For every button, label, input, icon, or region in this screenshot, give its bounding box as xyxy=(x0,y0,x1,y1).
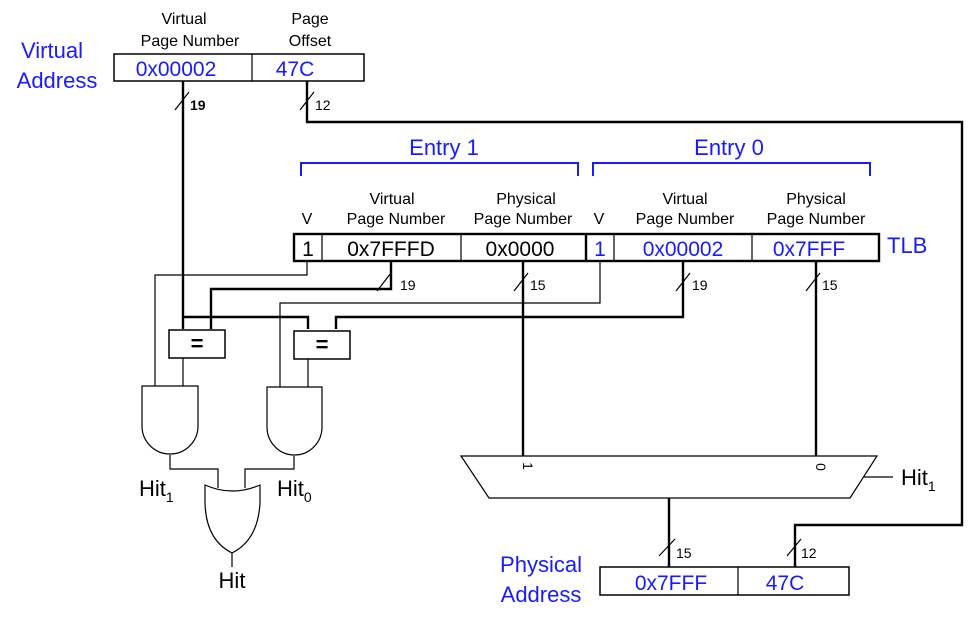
pa-register xyxy=(599,566,850,596)
entry1-vpn: 0x7FFFD xyxy=(347,238,435,261)
entry0-bracket xyxy=(592,162,871,176)
hit-output-label: Hit xyxy=(219,568,246,593)
virtual-address: Virtual Address Virtual Page Number Page… xyxy=(17,11,365,93)
pa-ppn-bus-slash xyxy=(658,538,676,557)
va-vpn-header-line2: Page Number xyxy=(141,33,240,50)
entry1-v-header: V xyxy=(302,211,313,228)
entry1-title: Entry 1 xyxy=(409,135,479,160)
entry0-ppn-header-line1: Physical xyxy=(786,191,846,208)
entry0-valid: 1 xyxy=(594,238,606,261)
entry0-vpn-header-line1: Virtual xyxy=(662,191,707,208)
entry1-valid-wire xyxy=(154,261,308,388)
entry1-ppn-bus-width: 15 xyxy=(530,277,546,293)
entry1-ppn: 0x0000 xyxy=(486,238,555,261)
entry0-vpn-header-line2: Page Number xyxy=(636,211,735,228)
va-offset-header-line2: Offset xyxy=(289,33,332,50)
equals-symbol: = xyxy=(191,331,204,356)
entry0-vpn: 0x00002 xyxy=(643,238,724,261)
wires xyxy=(154,81,964,569)
mux-input1-label: 1 xyxy=(520,462,536,470)
entry1-vpn-wire xyxy=(209,261,393,329)
mux-body xyxy=(459,455,879,499)
entry0-title: Entry 0 xyxy=(694,135,764,160)
physical-address-label-line2: Address xyxy=(501,582,582,607)
va-vpn-bus-width: 19 xyxy=(190,97,206,113)
va-offset-value: 47C xyxy=(276,58,315,81)
entry0-ppn-bus-width: 15 xyxy=(822,277,838,293)
comparator-entry1: = xyxy=(168,329,226,359)
va-vpn-value: 0x00002 xyxy=(136,58,217,81)
physical-address: Physical Address 0x7FFF 47C xyxy=(500,552,850,607)
comparator-box xyxy=(168,329,226,359)
comparator-box xyxy=(293,330,351,360)
pa-offset-bus-slash xyxy=(786,538,802,557)
entry1-vpn-header-line1: Virtual xyxy=(369,191,414,208)
mux: 1 0 xyxy=(459,455,879,499)
tlb-register: 1 0x7FFFD 0x0000 1 0x00002 0x7FFF xyxy=(292,232,881,263)
or-gate xyxy=(204,484,261,554)
and-gate-entry0 xyxy=(266,386,323,456)
entry0-ppn: 0x7FFF xyxy=(773,238,845,261)
entry0-ppn-header-line2: Page Number xyxy=(767,211,866,228)
pa-ppn-value: 0x7FFF xyxy=(635,572,707,595)
mux-input0-label: 0 xyxy=(813,463,829,471)
entry0-valid-wire xyxy=(279,261,601,388)
entry1-vpn-header-line2: Page Number xyxy=(347,211,446,228)
virtual-address-label-line2: Address xyxy=(17,68,98,93)
hit1-wire xyxy=(169,455,219,488)
entry1-vpn-bus-width: 19 xyxy=(400,277,416,293)
va-offset-bus-width: 12 xyxy=(315,97,331,113)
hit1-label: Hit1 xyxy=(139,476,174,505)
hit0-wire xyxy=(244,456,295,488)
va-vpn-to-cmp0-wire xyxy=(183,315,310,329)
entry1-ppn-header-line2: Page Number xyxy=(474,211,573,228)
and-gate-entry1 xyxy=(141,385,199,455)
mux-select-label: Hit1 xyxy=(901,465,936,494)
entry0-vpn-wire xyxy=(334,261,685,329)
physical-address-label-line1: Physical xyxy=(500,552,582,577)
comparator-entry0: = xyxy=(293,330,351,360)
entry1-valid: 1 xyxy=(302,238,314,261)
entry1-bracket xyxy=(300,162,579,176)
entry0-v-header: V xyxy=(594,211,605,228)
va-register xyxy=(113,53,365,82)
entry1-ppn-header-line1: Physical xyxy=(496,191,556,208)
entry0-ppn-bus-slash xyxy=(805,272,821,292)
entry0-vpn-bus-width: 19 xyxy=(692,277,708,293)
va-offset-wire xyxy=(305,81,964,569)
tlb-label: TLB xyxy=(887,233,927,258)
hit0-label: Hit0 xyxy=(277,476,312,505)
pa-offset-value: 47C xyxy=(766,572,805,595)
va-vpn-header-line1: Virtual xyxy=(161,11,206,28)
pa-ppn-bus-width: 15 xyxy=(676,545,692,561)
virtual-address-label-line1: Virtual xyxy=(21,38,83,63)
equals-symbol: = xyxy=(316,332,329,357)
pa-offset-bus-width: 12 xyxy=(801,545,817,561)
entry1-ppn-bus-slash xyxy=(513,272,529,292)
va-offset-header-line1: Page xyxy=(291,11,328,28)
